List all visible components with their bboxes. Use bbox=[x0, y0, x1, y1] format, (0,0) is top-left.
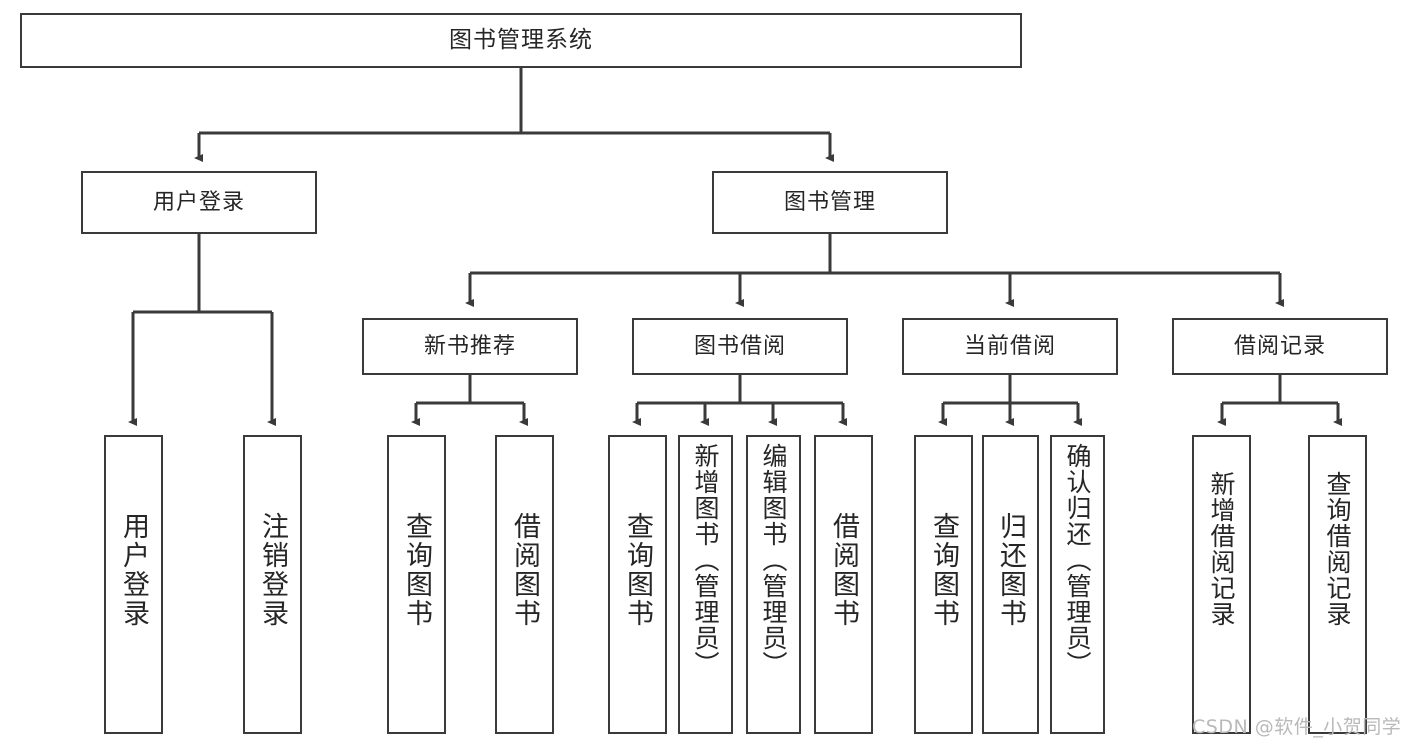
node-label: 借阅记录 bbox=[1233, 333, 1326, 359]
leaf-confirm-return[interactable]: 确认归还（管理员） bbox=[1050, 435, 1105, 734]
leaf-query-book-current[interactable]: 查询图书 bbox=[914, 435, 973, 734]
node-label: 借阅图书 bbox=[509, 512, 540, 628]
node-label: 新书推荐 bbox=[423, 333, 516, 359]
node-label: 查询图书 bbox=[622, 512, 653, 628]
leaf-return-book[interactable]: 归还图书 bbox=[982, 435, 1039, 734]
node-user-login[interactable]: 用户登录 bbox=[81, 171, 317, 234]
node-label: 注销登录 bbox=[257, 512, 288, 628]
leaf-edit-book[interactable]: 编辑图书（管理员） bbox=[746, 435, 801, 734]
node-label: 借阅图书 bbox=[828, 512, 859, 628]
node-label: 当前借阅 bbox=[963, 333, 1056, 359]
node-label: 查询图书 bbox=[401, 512, 432, 628]
node-label: 图书管理 bbox=[783, 189, 876, 215]
node-label: 编辑图书（管理员） bbox=[759, 443, 788, 677]
leaf-logout-login[interactable]: 注销登录 bbox=[243, 435, 302, 734]
leaf-add-book[interactable]: 新增图书（管理员） bbox=[678, 435, 733, 734]
node-label: 查询借阅记录 bbox=[1323, 471, 1352, 627]
node-book-manage[interactable]: 图书管理 bbox=[712, 171, 948, 234]
leaf-user-login[interactable]: 用户登录 bbox=[104, 435, 163, 734]
leaf-add-borrow-record[interactable]: 新增借阅记录 bbox=[1192, 435, 1251, 734]
node-label: 用户登录 bbox=[118, 512, 149, 628]
node-label: 查询图书 bbox=[928, 512, 959, 628]
node-current-borrow[interactable]: 当前借阅 bbox=[902, 318, 1118, 375]
node-label: 归还图书 bbox=[995, 512, 1026, 628]
node-label: 图书借阅 bbox=[693, 333, 786, 359]
node-label: 图书管理系统 bbox=[449, 27, 593, 54]
node-borrow-record[interactable]: 借阅记录 bbox=[1172, 318, 1388, 375]
leaf-query-book-new-rec[interactable]: 查询图书 bbox=[387, 435, 446, 734]
node-label: 用户登录 bbox=[152, 189, 245, 215]
node-label: 新增借阅记录 bbox=[1207, 471, 1236, 627]
leaf-query-book-borrow[interactable]: 查询图书 bbox=[608, 435, 667, 734]
node-label: 新增图书（管理员） bbox=[691, 443, 720, 677]
node-label: 确认归还（管理员） bbox=[1063, 443, 1092, 677]
node-root[interactable]: 图书管理系统 bbox=[20, 13, 1022, 68]
leaf-borrow-book-borrow[interactable]: 借阅图书 bbox=[814, 435, 873, 734]
leaf-query-borrow-record[interactable]: 查询借阅记录 bbox=[1308, 435, 1367, 734]
node-new-book-rec[interactable]: 新书推荐 bbox=[362, 318, 578, 375]
watermark-text: CSDN @软件_小贺同学 bbox=[1192, 716, 1402, 738]
leaf-borrow-book-new-rec[interactable]: 借阅图书 bbox=[495, 435, 554, 734]
node-book-borrow[interactable]: 图书借阅 bbox=[632, 318, 848, 375]
